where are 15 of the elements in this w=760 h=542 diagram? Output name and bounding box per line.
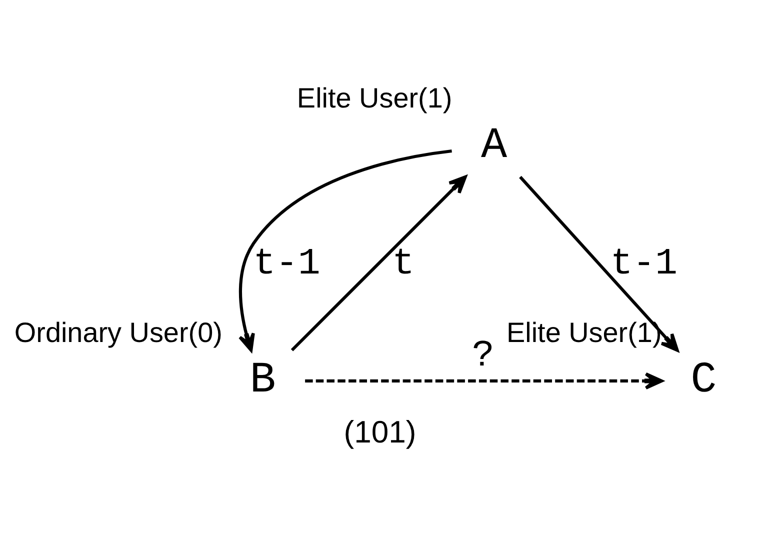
- edge-label: ?: [472, 335, 494, 378]
- arrow: [305, 372, 664, 389]
- node-text: B: [250, 356, 276, 406]
- arrow: [519, 175, 679, 352]
- edge-label: t-1: [253, 242, 320, 285]
- caption: (101): [344, 414, 416, 449]
- node-text: A: [481, 122, 508, 171]
- node-label: Ordinary User(0): [14, 316, 222, 348]
- node-label: Elite User(1): [506, 316, 662, 348]
- node-text: C: [690, 356, 717, 406]
- edge-label: t-1: [610, 242, 678, 285]
- node-label: Elite User(1): [296, 82, 452, 114]
- edge-label: t: [392, 242, 414, 285]
- arrow: [238, 148, 452, 352]
- arrow: [290, 174, 467, 351]
